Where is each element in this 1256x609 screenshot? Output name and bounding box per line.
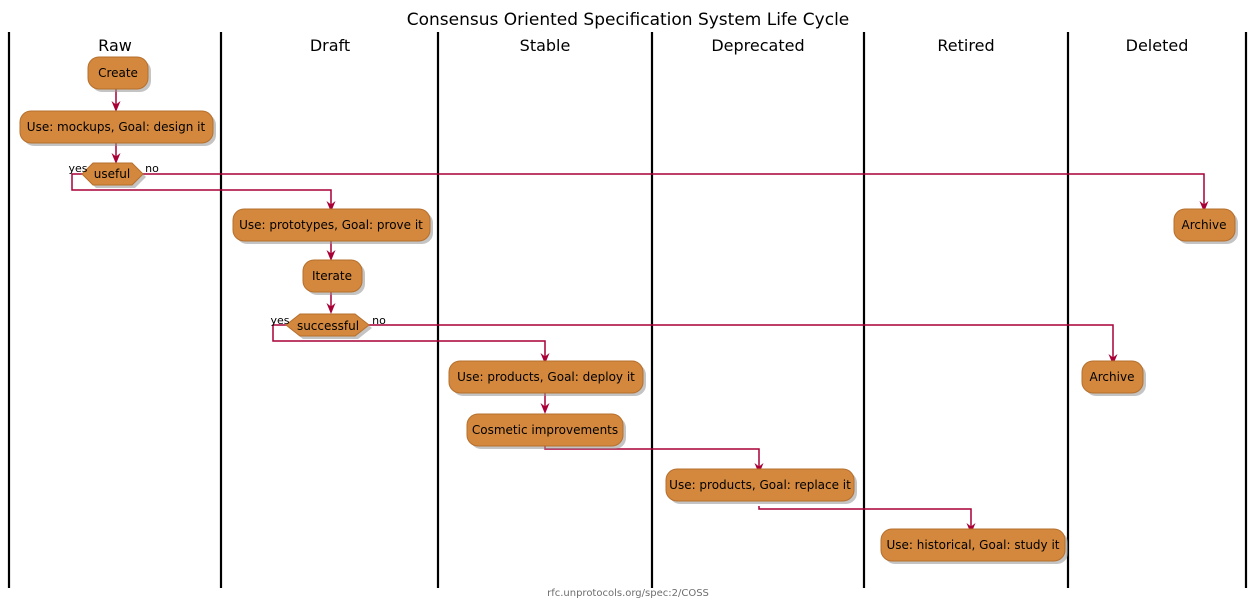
- edge-successful-no-to-retired-archive: [366, 324, 1114, 360]
- diagram-title: Consensus Oriented Specification System …: [407, 10, 850, 30]
- node-cosmetic[interactable]: Cosmetic improvements: [466, 413, 626, 449]
- node-useful[interactable]: useful: [81, 162, 146, 188]
- lane-dividers: [7, 32, 1248, 588]
- lane-title-raw: Raw: [98, 36, 132, 55]
- node-draft-use[interactable]: Use: prototypes, Goal: prove it: [232, 208, 433, 244]
- node-create-shape: [87, 56, 149, 90]
- node-raw-use-label: Use: mockups, Goal: design it: [27, 120, 206, 134]
- diagram-footer: rfc.unprotocols.org/spec:2/COSS: [547, 588, 709, 599]
- node-retired-use-label: Use: historical, Goal: study it: [886, 538, 1059, 552]
- edge-successful-yes-to-stable-use: [272, 324, 546, 358]
- edge-useful-yes-to-draft-use: [71, 173, 332, 206]
- node-successful-shape: [285, 313, 370, 337]
- lane-title-deleted: Deleted: [1126, 36, 1189, 55]
- edge-deprecated-use-to-retired-use: [758, 506, 972, 528]
- arrowhead-deleted-archive: [1199, 201, 1209, 212]
- arrowhead-retired-archive: [1108, 354, 1118, 365]
- node-create-label: Create: [98, 66, 138, 80]
- node-stable-use-label: Use: products, Goal: deploy it: [457, 370, 635, 384]
- arrowhead-cosmetic: [540, 403, 550, 414]
- node-retired-archive[interactable]: Archive: [1081, 360, 1146, 396]
- node-stable-use-shape: [448, 360, 644, 394]
- node-retired-use-shape: [880, 528, 1066, 562]
- lane-title-draft: Draft: [310, 36, 350, 55]
- edge-label-successful-yes: yes: [270, 314, 289, 327]
- edge-label-useful-no: no: [145, 162, 159, 175]
- node-deprecated-use-shape: [665, 468, 855, 502]
- node-deleted-archive-shape: [1173, 208, 1236, 242]
- node-successful[interactable]: successful: [285, 313, 372, 339]
- node-iterate-label: Iterate: [312, 269, 352, 283]
- arrowhead-successful: [326, 303, 336, 314]
- node-raw-use-shape: [19, 110, 214, 144]
- node-retired-archive-label: Archive: [1090, 370, 1135, 384]
- node-draft-use-label: Use: prototypes, Goal: prove it: [239, 218, 423, 232]
- arrowhead-raw-use: [111, 101, 121, 112]
- node-cosmetic-shape: [466, 413, 624, 447]
- edge-useful-no-to-deleted-archive: [140, 173, 1205, 207]
- arrowhead-draft-use: [326, 201, 336, 212]
- node-deleted-archive[interactable]: Archive: [1173, 208, 1238, 244]
- edge-label-useful-yes: yes: [68, 162, 87, 175]
- node-deleted-archive-label: Archive: [1182, 218, 1227, 232]
- lane-title-deprecated: Deprecated: [711, 36, 804, 55]
- node-cosmetic-label: Cosmetic improvements: [472, 423, 618, 437]
- node-deprecated-use[interactable]: Use: products, Goal: replace it: [665, 468, 857, 504]
- node-useful-shape: [81, 162, 144, 186]
- node-deprecated-use-label: Use: products, Goal: replace it: [669, 478, 851, 492]
- node-stable-use[interactable]: Use: products, Goal: deploy it: [448, 360, 646, 396]
- lane-title-retired: Retired: [937, 36, 994, 55]
- node-useful-label: useful: [94, 167, 130, 181]
- node-create[interactable]: Create: [87, 56, 151, 92]
- lane-headers: Raw Draft Stable Deprecated Retired Dele…: [98, 36, 1188, 55]
- arrowhead-iterate: [326, 250, 336, 261]
- nodes: Create Use: mockups, Goal: design it use…: [19, 56, 1238, 564]
- edge-label-successful-no: no: [372, 314, 386, 327]
- node-retired-archive-shape: [1081, 360, 1144, 394]
- node-raw-use[interactable]: Use: mockups, Goal: design it: [19, 110, 216, 146]
- node-iterate-shape: [302, 259, 363, 293]
- arrowhead-useful: [111, 153, 121, 164]
- arrowhead-stable-use: [540, 353, 550, 364]
- node-retired-use[interactable]: Use: historical, Goal: study it: [880, 528, 1068, 564]
- lane-title-stable: Stable: [520, 36, 571, 55]
- node-iterate[interactable]: Iterate: [302, 259, 365, 295]
- node-successful-label: successful: [297, 319, 359, 333]
- node-draft-use-shape: [232, 208, 431, 242]
- edges: [71, 88, 1209, 534]
